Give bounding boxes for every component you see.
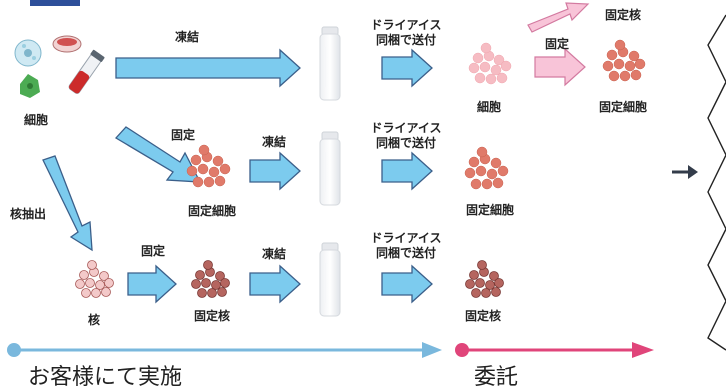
cells-cluster-icon	[468, 42, 512, 85]
label-ship-line2-row2: 同梱で送付	[375, 136, 437, 150]
label-freeze-row2: 凍結	[261, 135, 287, 149]
fix-arrow-pink	[534, 47, 586, 87]
extract-arrow-diagonal	[42, 155, 93, 252]
ship-arrow-row3	[381, 264, 433, 304]
torn-edge-divider	[707, 14, 726, 351]
label-cells-delivered: 細胞	[476, 100, 502, 114]
label-fixed-cells-row1: 固定細胞	[598, 100, 648, 114]
fixed-cells-cluster-icon-row1	[602, 39, 646, 82]
timeline-outsource-arrowhead	[632, 342, 654, 358]
fixed-cells-cluster-icon-row2	[186, 144, 231, 188]
label-fixed-nuclei-delivered: 固定核	[464, 309, 502, 323]
label-extract-nuclei: 核抽出	[10, 207, 47, 221]
cryo-tube-icon-row3	[319, 242, 341, 317]
label-fixed-cells-row2: 固定細胞	[187, 204, 237, 218]
label-ship-line1-row2: ドライアイス	[370, 121, 442, 135]
cryo-tube-icon-row2	[319, 131, 341, 206]
label-ship-line2-row3: 同梱で送付	[375, 246, 437, 260]
timeline-outsource-dot	[455, 343, 469, 357]
label-fixed-cells-row2-delivered: 固定細胞	[465, 203, 515, 217]
fixed-cells-cluster-icon-row2-delivered	[464, 146, 509, 190]
label-fixed-nuclei-top: 固定核	[604, 8, 642, 22]
fix-arrow-diagonal	[114, 126, 202, 183]
ship-arrow-row1	[381, 48, 433, 88]
fixed-nuclei-cluster-icon-row3	[191, 260, 230, 298]
header-mark	[30, 0, 80, 6]
timeline-customer-arrowhead	[422, 342, 442, 358]
label-ship-line1-row3: ドライアイス	[370, 231, 442, 245]
timeline-outsource-label: 委託	[474, 365, 519, 390]
label-fixed-nuclei-row3: 固定核	[193, 309, 231, 323]
timeline-customer-label: お客様にて実施	[28, 365, 183, 390]
cryo-tube-icon-row1	[319, 26, 341, 101]
label-fix-pink: 固定	[544, 37, 570, 51]
ship-arrow-row2	[381, 151, 433, 191]
label-cells-sample: 細胞	[23, 113, 49, 127]
fixed-nuclei-cluster-icon-delivered	[465, 260, 504, 298]
label-fix-diagonal: 固定	[170, 128, 196, 142]
freeze-arrow-row1	[115, 48, 301, 88]
label-nuclei: 核	[87, 313, 101, 327]
freeze-arrow-row3	[249, 264, 301, 304]
sample-cells-icon	[14, 35, 105, 98]
label-ship-line1-row1: ドライアイス	[370, 18, 442, 32]
label-freeze-row1: 凍結	[174, 30, 200, 44]
label-freeze-row3: 凍結	[261, 247, 287, 261]
continue-arrow-icon	[672, 165, 698, 179]
label-fix-row3: 固定	[140, 244, 166, 258]
nuclei-branch-arrow	[527, 2, 590, 33]
label-ship-line2-row1: 同梱で送付	[375, 33, 437, 47]
nuclei-cluster-icon	[75, 260, 114, 298]
timeline-customer-dot	[7, 343, 21, 357]
fix-arrow-row3	[127, 264, 177, 304]
freeze-arrow-row2	[249, 151, 301, 191]
